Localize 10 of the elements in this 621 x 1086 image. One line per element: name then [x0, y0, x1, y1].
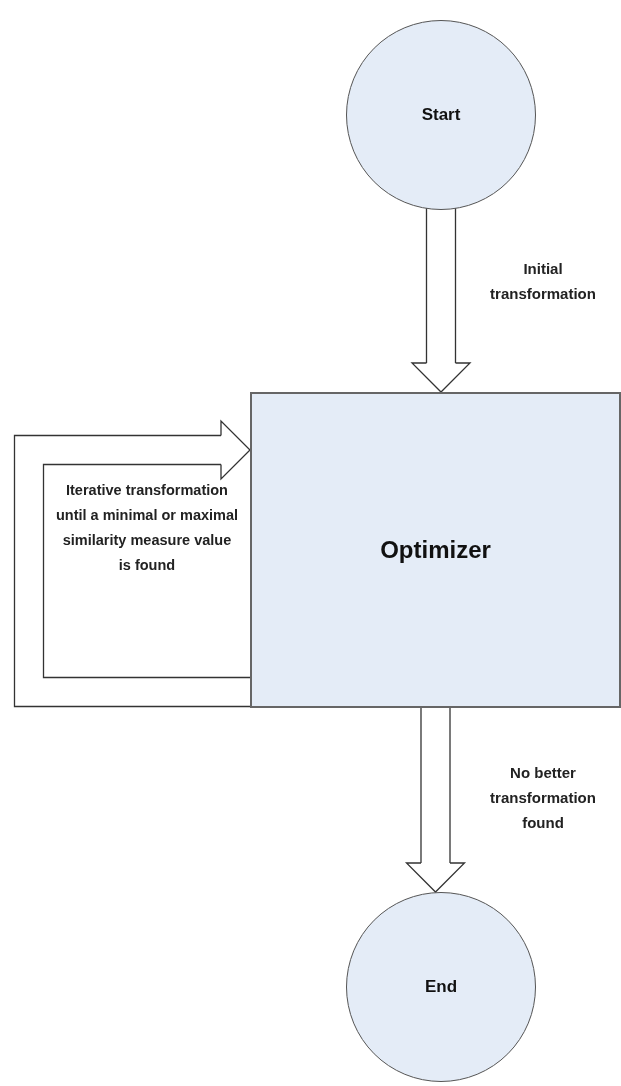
node-label: Start [421, 104, 461, 127]
node-label: End [424, 976, 458, 999]
process-box [250, 392, 621, 708]
block-arrow [13, 420, 251, 708]
block-arrow [405, 706, 466, 893]
edge-label: No better transformation found [489, 763, 597, 833]
edge-label: Iterative transformation until a minimal or maximal similarity measure value is found [54, 481, 240, 575]
node-label: Optimizer [380, 535, 491, 565]
block-arrow [411, 208, 471, 393]
edge-label: Initial transformation [489, 259, 597, 304]
